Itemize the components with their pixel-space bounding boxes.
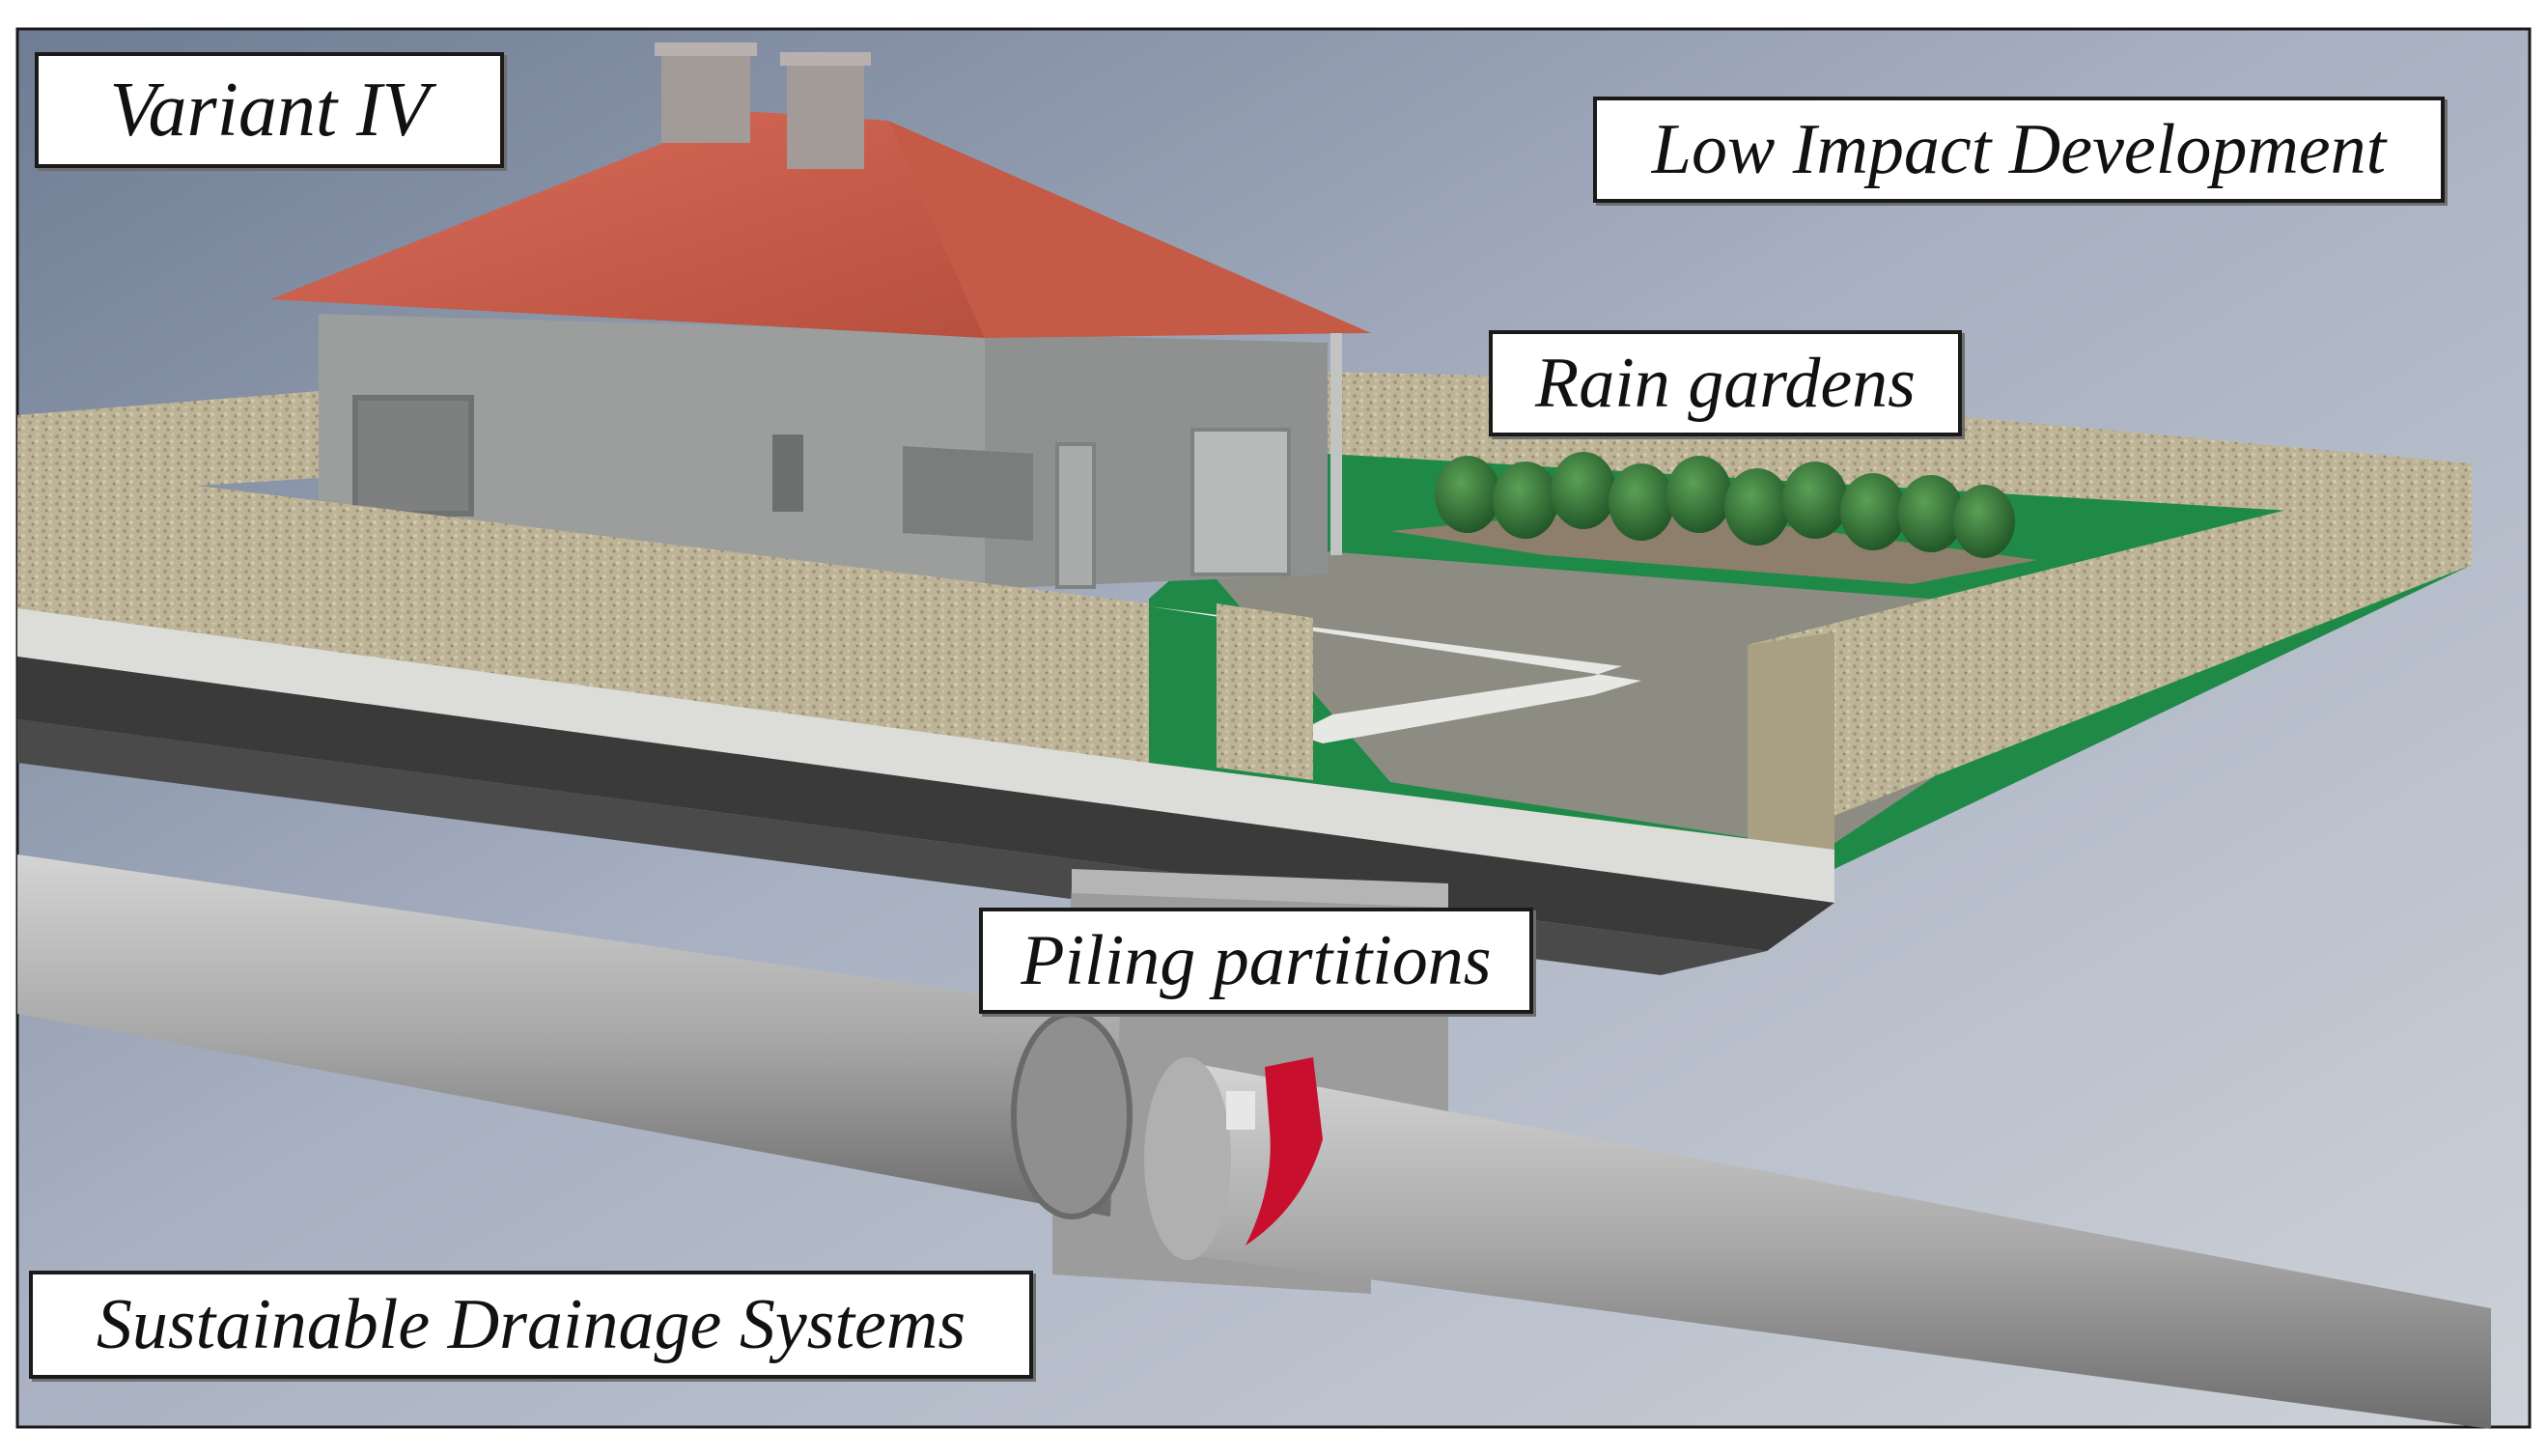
piling-partitions-label: Piling partitions <box>979 908 1533 1014</box>
rain-garden-bed <box>1390 507 2037 584</box>
house-window-2 <box>772 434 803 512</box>
house-window-3 <box>903 446 1033 541</box>
pipe-right <box>1188 1062 2491 1429</box>
house-left-wall <box>319 314 985 589</box>
house-door <box>1055 442 1096 589</box>
chimney-2-cap <box>780 52 871 66</box>
low-impact-development-label: Low Impact Development <box>1593 97 2445 203</box>
fence-front-left <box>17 463 1149 763</box>
house-garage <box>1190 428 1291 576</box>
fence-front-right-end <box>1748 632 1834 854</box>
sidewalk <box>17 608 1834 903</box>
rain-gardens-label: Rain gardens <box>1489 330 1962 436</box>
variant-label: Variant IV <box>35 52 504 168</box>
fence-front-right <box>1748 463 2472 850</box>
fence-gate-post <box>1217 603 1313 780</box>
pipe-right-joint <box>1144 1057 1231 1260</box>
piling-partition <box>1246 1057 1323 1246</box>
chimney-2 <box>787 58 864 169</box>
rain-garden-bushes <box>1435 452 2015 558</box>
garden-path <box>1149 606 1641 743</box>
pipe-left-opening <box>1011 1011 1133 1219</box>
downspout <box>1330 333 1342 555</box>
pipe-left <box>17 854 1120 1217</box>
house-roof-right <box>888 121 1371 338</box>
partition-mount <box>1226 1091 1255 1130</box>
chimney-1-cap <box>655 42 757 56</box>
road-curb <box>17 657 1834 951</box>
inlet-chamber-top <box>1072 869 1448 908</box>
house-window-1 <box>352 395 474 517</box>
fence-back-left <box>17 391 319 497</box>
sustainable-drainage-systems-label: Sustainable Drainage Systems <box>29 1271 1033 1379</box>
chimney-1 <box>661 46 750 143</box>
